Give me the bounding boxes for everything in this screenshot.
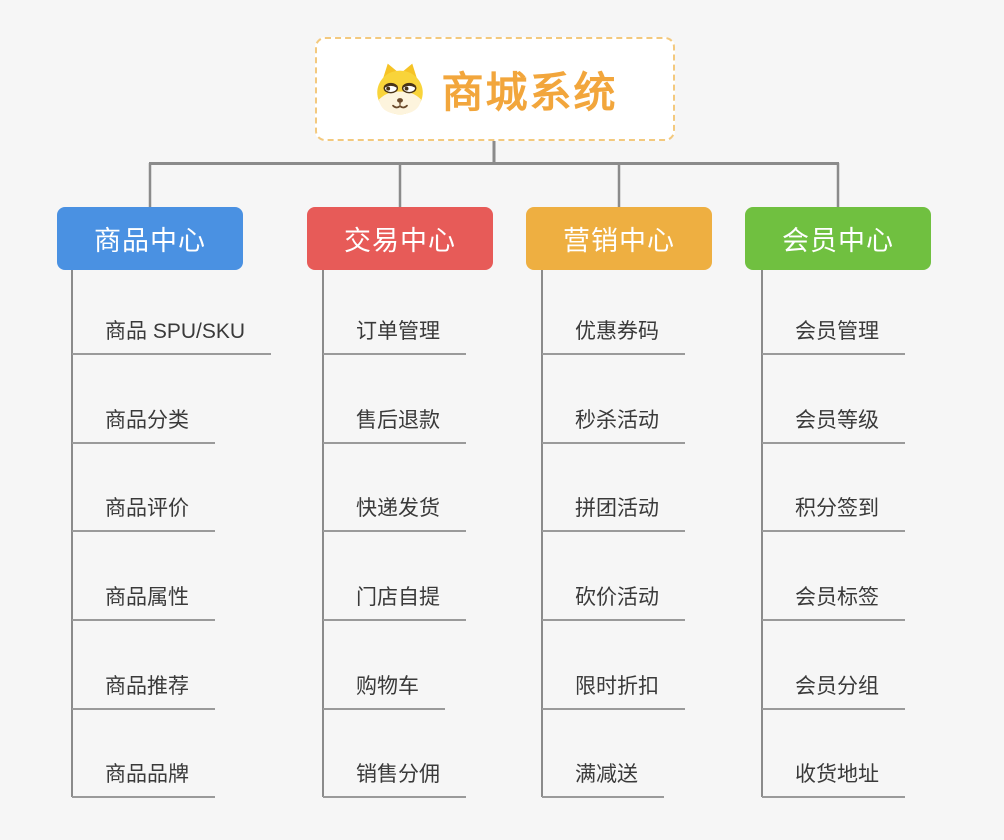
child-node[interactable]: 拼团活动 (542, 496, 685, 532)
child-node[interactable]: 订单管理 (323, 319, 466, 355)
child-node[interactable]: 购物车 (323, 674, 445, 710)
child-node[interactable]: 商品属性 (72, 585, 215, 621)
branch-node-product[interactable]: 商品中心 (57, 207, 243, 270)
child-node[interactable]: 快递发货 (323, 496, 466, 532)
child-node[interactable]: 优惠券码 (542, 319, 685, 355)
child-node[interactable]: 售后退款 (323, 408, 466, 444)
child-node[interactable]: 商品分类 (72, 408, 215, 444)
child-node[interactable]: 满减送 (542, 762, 664, 798)
child-node[interactable]: 会员管理 (762, 319, 905, 355)
child-node[interactable]: 会员标签 (762, 585, 905, 621)
root-title: 商城系统 (441, 68, 618, 116)
child-node[interactable]: 收货地址 (762, 762, 905, 798)
branch-node-trade[interactable]: 交易中心 (307, 207, 493, 270)
branch-node-marketing[interactable]: 营销中心 (526, 207, 712, 270)
child-node[interactable]: 积分签到 (762, 496, 905, 532)
child-node[interactable]: 限时折扣 (542, 674, 685, 710)
child-node[interactable]: 秒杀活动 (542, 408, 685, 444)
child-node[interactable]: 会员分组 (762, 674, 905, 710)
root-node[interactable]: 商城系统 (315, 37, 675, 141)
child-node[interactable]: 门店自提 (323, 585, 466, 621)
child-node[interactable]: 商品评价 (72, 496, 215, 532)
child-node[interactable]: 商品 SPU/SKU (72, 319, 272, 355)
child-node[interactable]: 商品品牌 (72, 762, 215, 798)
child-node[interactable]: 商品推荐 (72, 674, 215, 710)
dog-face-icon (377, 63, 424, 115)
child-node[interactable]: 砍价活动 (542, 585, 685, 621)
child-node[interactable]: 会员等级 (762, 408, 905, 444)
child-node[interactable]: 销售分佣 (323, 762, 466, 798)
branch-node-member[interactable]: 会员中心 (745, 207, 931, 270)
